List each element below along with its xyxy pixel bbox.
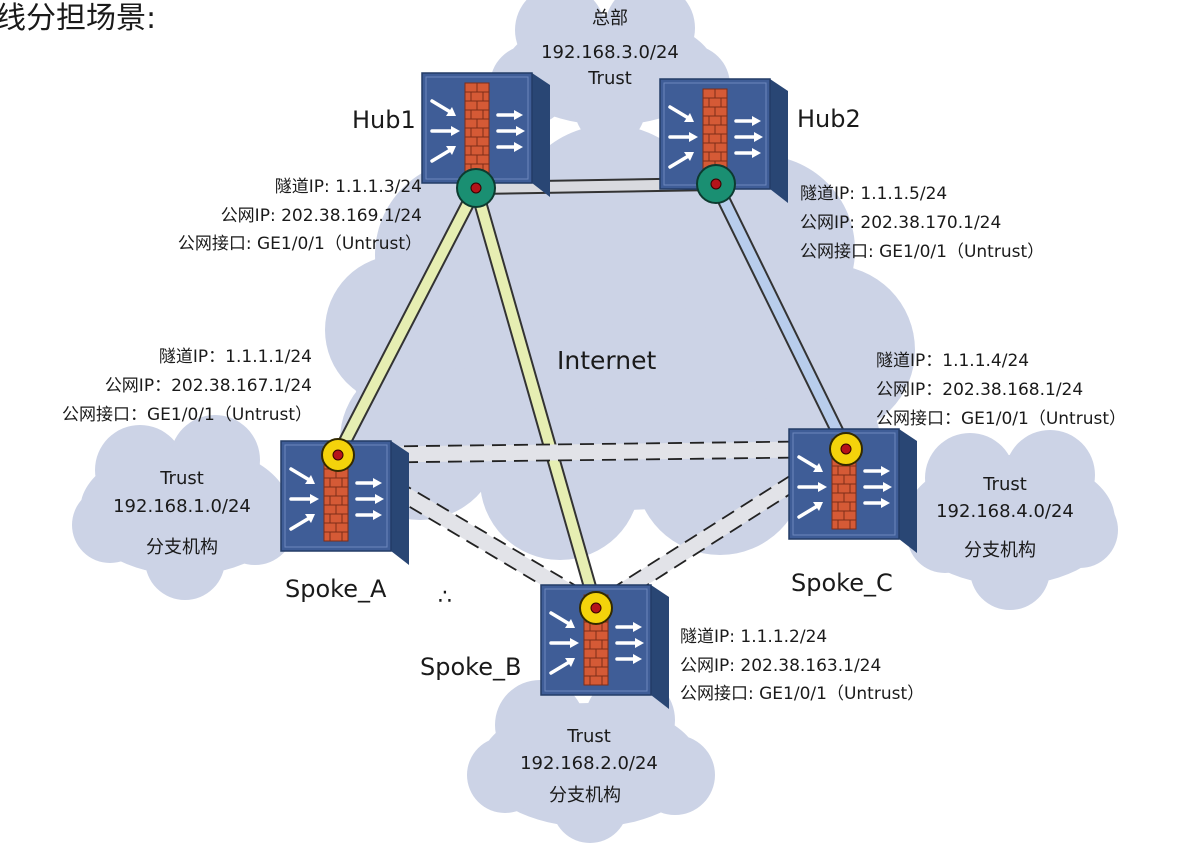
branch-c-zone: Trust	[982, 474, 1027, 495]
branch-c-label: 分支机构	[964, 540, 1036, 561]
branch-a-zone: Trust	[159, 468, 204, 489]
spoke-c-public-if: 公网接口：GE1/0/1（Untrust）	[876, 409, 1126, 429]
spoke-a-public-ip: 公网IP：202.38.167.1/24	[105, 376, 312, 396]
hub-tunnel-links	[331, 177, 853, 615]
hq-subnet: 192.168.3.0/24	[541, 42, 679, 63]
hub2-node	[696, 164, 736, 204]
spoke-c-public-ip: 公网IP：202.38.168.1/24	[876, 380, 1083, 400]
spoke-a-name: Spoke_A	[285, 575, 387, 603]
spoke-b-name: Spoke_B	[420, 653, 521, 681]
hub1-public-ip: 公网IP: 202.38.169.1/24	[221, 206, 422, 226]
internet-label: Internet	[557, 346, 656, 375]
spoke-a-node	[321, 438, 355, 472]
hub2-public-if: 公网接口: GE1/0/1（Untrust）	[800, 242, 1044, 262]
branch-b-zone: Trust	[566, 726, 611, 747]
spoke-b-node	[579, 591, 613, 625]
hq-zone: Trust	[587, 68, 632, 89]
spoke-c-name: Spoke_C	[791, 569, 893, 597]
ellipsis-mark: ∴	[438, 585, 452, 610]
branch-c-subnet: 192.168.4.0/24	[936, 501, 1074, 522]
branch-b-subnet: 192.168.2.0/24	[520, 753, 658, 774]
spoke-b-public-if: 公网接口: GE1/0/1（Untrust）	[680, 684, 924, 704]
hub2-name: Hub2	[797, 105, 861, 133]
hq-title: 总部	[592, 8, 628, 29]
spoke-b-tunnel-ip: 隧道IP: 1.1.1.2/24	[680, 627, 827, 647]
branch-a-subnet: 192.168.1.0/24	[113, 496, 251, 517]
hub1-tunnel-ip: 隧道IP: 1.1.1.3/24	[275, 177, 422, 197]
spoke-b-public-ip: 公网IP: 202.38.163.1/24	[680, 656, 881, 676]
hub1-public-if: 公网接口: GE1/0/1（Untrust）	[178, 234, 422, 254]
branch-b-cloud	[467, 675, 715, 843]
spoke-c-node	[829, 432, 863, 466]
branch-a-cloud	[72, 415, 295, 600]
hub1-name: Hub1	[352, 106, 416, 134]
branch-b-label: 分支机构	[549, 785, 621, 806]
spoke-a-tunnel-ip: 隧道IP：1.1.1.1/24	[159, 347, 312, 367]
branch-a-label: 分支机构	[146, 537, 218, 558]
spoke-c-tunnel-ip: 隧道IP：1.1.1.4/24	[876, 351, 1029, 371]
hub1-node	[456, 168, 496, 208]
page-heading: 线分担场景:	[0, 1, 156, 36]
hub2-tunnel-ip: 隧道IP: 1.1.1.5/24	[800, 184, 947, 204]
spoke-a-public-if: 公网接口：GE1/0/1（Untrust）	[62, 405, 312, 425]
hub2-public-ip: 公网IP: 202.38.170.1/24	[800, 213, 1001, 233]
branch-c-cloud	[905, 430, 1118, 610]
